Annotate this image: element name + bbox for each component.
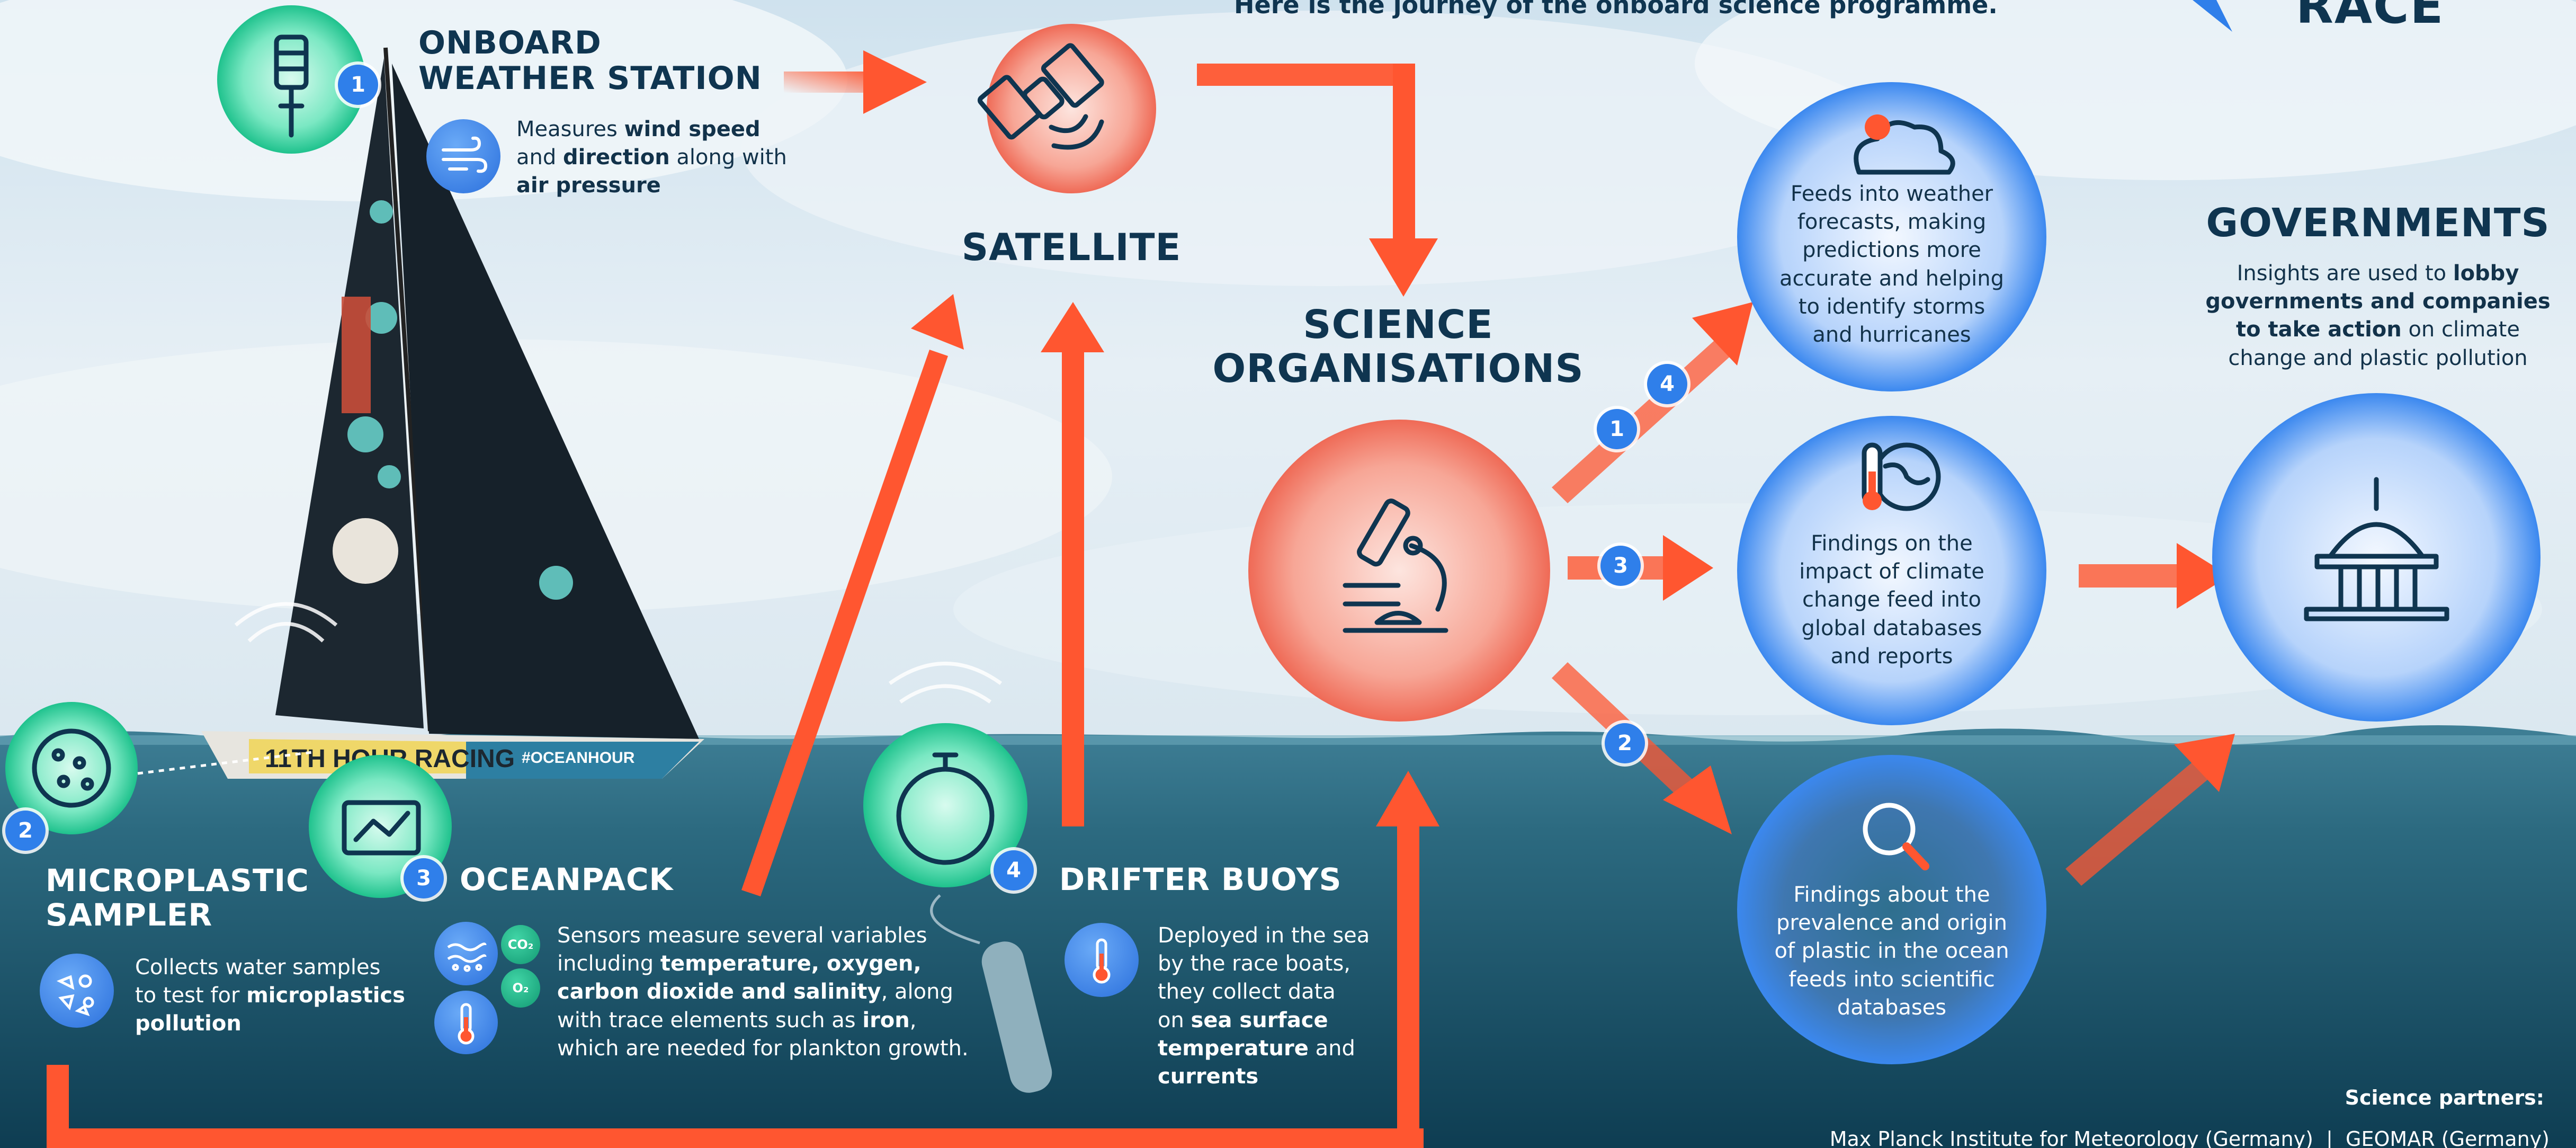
- science-orgs-circle: [1248, 420, 1550, 722]
- microplastic-description: Collects water samples to test for micro…: [135, 955, 405, 1036]
- drifter-thermometer-icon: [1065, 923, 1139, 997]
- satellite-title: SATELLITE: [961, 226, 1182, 269]
- drifter-buoy-icon: [896, 752, 995, 865]
- hull-text-oceanhour: #OCEANHOUR: [522, 749, 635, 767]
- microscope-icon: [1343, 499, 1448, 633]
- forecast-circle: [1737, 82, 2046, 391]
- drifter-description: Deployed in the sea by the race boats, t…: [1158, 923, 1370, 1089]
- flow-arrows: [47, 50, 2235, 1148]
- intro-text: Here is the journey of the onboard scien…: [1234, 0, 1998, 19]
- oceanpack-badge: 3: [404, 858, 444, 898]
- forecast-badge-4: 4: [1647, 364, 1687, 404]
- weather-station-title: ONBOARD WEATHER STATION: [418, 24, 762, 97]
- drifter-badge: 4: [994, 850, 1034, 891]
- oceanpack-thermometer-icon: [434, 991, 498, 1054]
- co2-icon: CO₂: [501, 925, 540, 964]
- microplastic-circle: [5, 702, 138, 834]
- weather-station-icon: [274, 34, 309, 138]
- drifter-buoy-drawing: [930, 894, 1052, 1093]
- wind-icon: [426, 119, 500, 193]
- partners-list: Max Planck Institute for Meteorology (Ge…: [1829, 1127, 2550, 1148]
- weather-station-circle: [217, 5, 365, 154]
- government-building-icon: [2304, 477, 2449, 621]
- oceanpack-screen-icon: [342, 800, 421, 856]
- microplastic-badge: 2: [5, 811, 46, 851]
- magnifier-icon: [1863, 803, 1916, 856]
- forecast-badge-1: 1: [1597, 409, 1637, 449]
- governments-title: GOVERNMENTS: [2206, 200, 2550, 246]
- satellite-circle: [987, 24, 1156, 193]
- cloud-sun-icon: [1854, 120, 1955, 175]
- climate-description: Findings on the impact of climate change…: [1799, 531, 1984, 669]
- drifter-title: DRIFTER BUOYS: [1059, 861, 1342, 897]
- partners-label: Science partners:: [2345, 1086, 2544, 1109]
- microplastic-title: MICROPLASTIC SAMPLER: [46, 862, 309, 933]
- oceanpack-description: Sensors measure several variables includ…: [557, 923, 969, 1061]
- microplastic-particles-icon: [40, 954, 114, 1028]
- plastic-description: Findings about the prevalence and origin…: [1774, 883, 2009, 1020]
- weather-station-badge: 1: [338, 65, 378, 105]
- oceanpack-title: OCEANPACK: [460, 861, 674, 897]
- weather-station-description: Measures wind speed and direction along …: [516, 117, 787, 198]
- petri-dish-icon: [32, 728, 111, 808]
- salinity-icon: [434, 922, 498, 985]
- plastic-badge-2: 2: [1605, 723, 1645, 763]
- science-orgs-title: SCIENCE ORGANISATIONS: [1212, 302, 1584, 391]
- climate-badge-3: 3: [1600, 546, 1641, 586]
- satellite-icon: [977, 43, 1104, 150]
- plastic-circle: [1737, 755, 2046, 1064]
- forecast-description: Feeds into weather forecasts, making pre…: [1779, 182, 2005, 347]
- drifter-circle: [863, 723, 1027, 887]
- governments-description: Insights are used to lobby governments a…: [2205, 261, 2551, 370]
- o2-icon: O₂: [501, 968, 540, 1008]
- logo-word: RACE: [2296, 0, 2445, 34]
- climate-circle: [1737, 416, 2046, 725]
